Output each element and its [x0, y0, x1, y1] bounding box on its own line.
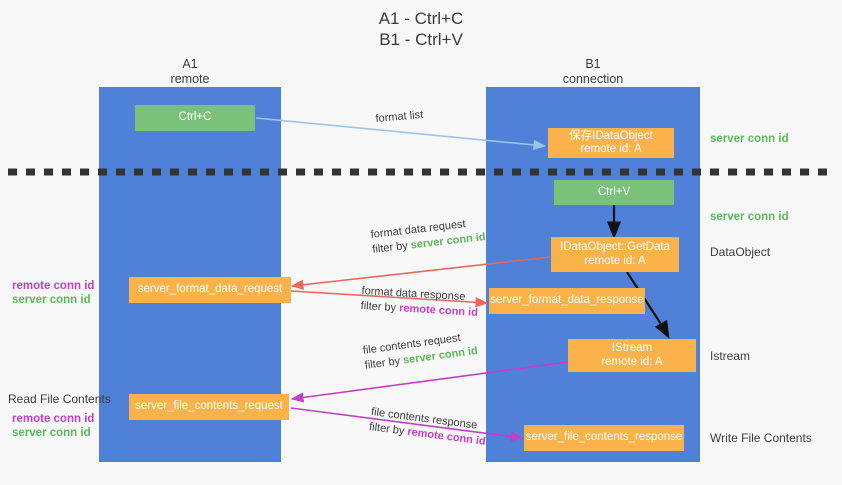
caption-format-data-response-filter: remote conn id: [398, 302, 479, 319]
lane-header-a1: A1 remote: [104, 57, 276, 87]
connector-getdata-istream: [626, 271, 670, 339]
left-label-remote-conn-id-1: remote conn id: [12, 280, 95, 292]
node-ctrl-c-label: Ctrl+C: [178, 111, 212, 124]
lane-header-a1-name: A1: [182, 57, 198, 71]
right-label-dataobject: DataObject: [710, 245, 771, 259]
node-save-idataobject-line1: 保存IDataObject: [569, 129, 653, 142]
connector-format-data-request: [290, 256, 552, 290]
node-idataobject-getdata-line1: IDataObject::GetData: [560, 241, 670, 253]
node-server-format-data-response-label: server_format_data_response: [490, 294, 644, 307]
lane-header-b1: B1 connection: [500, 57, 686, 87]
connector-format-data-response: [290, 290, 489, 308]
right-label-server-conn-id-2: server conn id: [710, 211, 789, 223]
lane-header-b1-sub: connection: [562, 72, 624, 86]
connector-file-contents-request: [290, 361, 569, 403]
node-istream[interactable]: IStream remote id: A: [568, 339, 696, 372]
node-server-file-contents-response-label: server_file_contents_response: [525, 431, 683, 444]
node-idataobject-getdata-line2: remote id: A: [584, 254, 646, 267]
node-save-idataobject[interactable]: 保存IDataObject remote id: A: [548, 128, 674, 158]
node-ctrl-v[interactable]: Ctrl+V: [554, 180, 674, 205]
node-server-format-data-request[interactable]: server_format_data_request: [129, 277, 291, 303]
title-line-1: A1 - Ctrl+C: [378, 9, 464, 28]
node-ctrl-v-label: Ctrl+V: [597, 185, 631, 198]
node-istream-line2: remote id: A: [601, 355, 663, 368]
right-label-istream: Istream: [710, 349, 751, 363]
node-server-file-contents-request[interactable]: server_file_contents_request: [129, 394, 289, 420]
node-save-idataobject-line2: remote id: A: [580, 143, 642, 155]
right-label-write-file-contents: Write File Contents: [710, 431, 812, 445]
left-label-server-conn-id-1: server conn id: [12, 294, 91, 306]
left-label-remote-conn-id-2: remote conn id: [12, 413, 95, 425]
node-server-format-data-response[interactable]: server_format_data_response: [489, 288, 645, 314]
node-istream-line1: IStream: [611, 342, 653, 354]
left-label-read-file-contents: Read File Contents: [8, 392, 111, 406]
left-label-server-conn-id-2: server conn id: [12, 427, 91, 439]
node-server-format-data-request-label: server_format_data_request: [137, 283, 283, 296]
title-line-2: B1 - Ctrl+V: [379, 30, 463, 49]
node-ctrl-c[interactable]: Ctrl+C: [135, 105, 255, 131]
lane-header-a1-sub: remote: [170, 72, 210, 86]
node-idataobject-getdata[interactable]: IDataObject::GetData remote id: A: [551, 237, 679, 272]
node-server-file-contents-request-label: server_file_contents_request: [135, 400, 283, 413]
node-server-file-contents-response[interactable]: server_file_contents_response: [524, 425, 684, 451]
right-label-server-conn-id-1: server conn id: [710, 133, 789, 145]
page-title: A1 - Ctrl+C B1 - Ctrl+V: [0, 8, 842, 50]
lane-header-b1-name: B1: [585, 57, 601, 71]
connector-format-list: [255, 117, 547, 150]
connector-file-contents-response: [290, 407, 524, 442]
